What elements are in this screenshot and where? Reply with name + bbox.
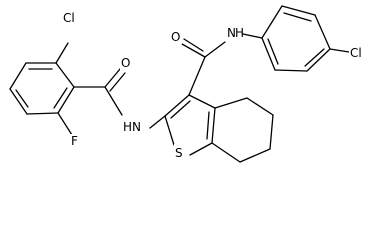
label-background <box>120 56 132 70</box>
bond <box>55 62 75 88</box>
bond <box>329 48 350 53</box>
bond <box>26 112 59 115</box>
bond <box>181 43 206 58</box>
bond-layer <box>9 5 350 163</box>
bond <box>55 42 69 64</box>
bond <box>170 100 191 119</box>
bond <box>9 62 27 90</box>
bond <box>261 5 283 39</box>
bond <box>269 114 274 150</box>
bond <box>188 94 216 109</box>
bond <box>53 87 68 109</box>
bond <box>57 86 75 114</box>
fluorine-label: F <box>71 134 78 148</box>
bond <box>104 86 123 116</box>
atom-label-layer: Cl O F HN O N H Cl S <box>63 10 367 160</box>
chlorine-right-label: Cl <box>350 46 362 60</box>
molecule-diagram: Cl O F HN O N H Cl S <box>9 5 367 163</box>
oxygen-benzoyl-label: O <box>121 56 130 70</box>
bond <box>189 142 213 156</box>
bond <box>306 48 331 72</box>
chlorine-left-label: Cl <box>63 11 75 25</box>
bond <box>109 72 126 92</box>
bond <box>188 56 206 96</box>
bond <box>149 115 166 129</box>
label-background <box>122 118 148 134</box>
label-background <box>226 26 242 40</box>
bond <box>281 5 316 16</box>
bond <box>214 97 248 109</box>
bond <box>261 37 276 71</box>
bond <box>183 38 204 52</box>
bond <box>304 48 325 67</box>
label-background <box>349 46 367 60</box>
label-background <box>170 30 182 44</box>
bond <box>57 112 73 136</box>
bond <box>242 33 263 39</box>
bond <box>9 88 28 115</box>
bond <box>164 115 175 146</box>
label-background <box>70 134 82 148</box>
label-background <box>174 144 188 160</box>
oxygen-carbonyl-label: O <box>171 30 180 44</box>
bond <box>239 148 271 163</box>
bond <box>283 12 312 22</box>
amide-hydrogen-label: H <box>235 26 244 40</box>
bond <box>314 14 331 50</box>
bond <box>211 142 241 163</box>
bond <box>104 68 121 88</box>
bond <box>211 107 216 144</box>
bond <box>164 94 190 117</box>
amide-nh-label: HN <box>123 120 141 134</box>
bond <box>204 41 226 58</box>
bond <box>267 38 279 65</box>
bond <box>15 89 29 108</box>
label-background <box>63 10 79 26</box>
sulfur-label: S <box>175 146 183 160</box>
amide-nitrogen-label: N <box>227 26 236 40</box>
bond <box>246 97 274 116</box>
bond <box>206 111 210 140</box>
bond <box>274 69 308 72</box>
